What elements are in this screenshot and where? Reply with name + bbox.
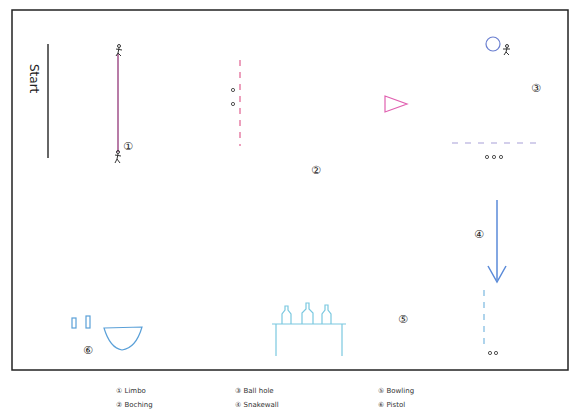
callout-number: ④ [474, 229, 484, 240]
legend-entry: ④ Snakewall [235, 402, 279, 409]
start-label: Start [28, 64, 40, 93]
legend-entry: ② Boching [116, 402, 153, 409]
boching-station [231, 60, 407, 146]
limbo-station [115, 45, 122, 164]
callout-number: ① [123, 141, 133, 152]
callout-number: ⑤ [398, 314, 408, 325]
legend-entry: ⑥ Pistol [378, 402, 405, 409]
ball-hole-station [452, 37, 542, 159]
legend-entry: ⑤ Bowling [378, 388, 414, 395]
field-border [12, 10, 568, 370]
bowling-station [484, 290, 498, 355]
legend-entry: ③ Ball hole [235, 388, 274, 395]
bottle-table [272, 303, 346, 356]
callout-number: ② [311, 165, 321, 176]
callout-number: ③ [531, 83, 541, 94]
callout-number: ⑥ [83, 345, 93, 356]
snakewall-arrow [488, 200, 506, 282]
start-line [47, 44, 49, 158]
legend-entry: ① Limbo [116, 388, 146, 395]
pistol-station [72, 316, 142, 350]
